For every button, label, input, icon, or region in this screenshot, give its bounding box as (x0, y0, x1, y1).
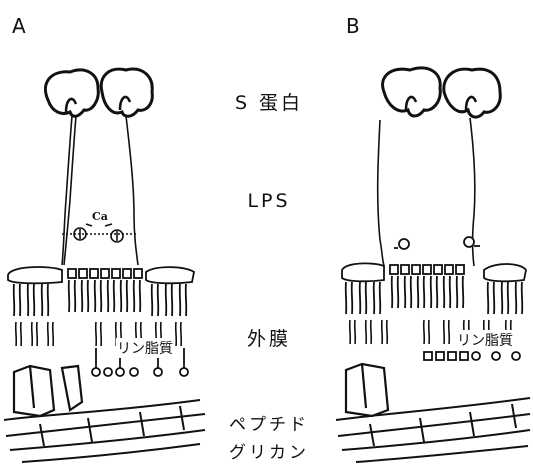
panel-b-diagram (336, 68, 530, 462)
peptidoglycan-label-line2: グリカン (222, 438, 316, 463)
lps-chains-b (378, 118, 475, 266)
calcium-label: Ca (92, 210, 108, 223)
ca-bridge-a (62, 224, 138, 242)
membrane-protein-b (346, 364, 388, 416)
phospholipid-label-a: リン脂質 (116, 338, 174, 358)
lps-chains-a (62, 116, 138, 265)
s-protein-b (383, 68, 501, 117)
s-protein-label: S 蛋白 (228, 88, 310, 115)
outer-membrane-b (342, 263, 526, 281)
panel-b-label: B (346, 14, 360, 38)
peptidoglycan-label-line1: ペプチド (222, 410, 316, 435)
lipid-heads-lower-b (424, 352, 520, 360)
lipid-tails-upper-a (14, 280, 187, 316)
membrane-protein-a (14, 366, 82, 416)
phospholipid-label-b: リン脂質 (456, 330, 514, 350)
panel-a-diagram (4, 69, 205, 462)
panel-a-label: A (12, 14, 26, 38)
lps-label: LPS (228, 190, 310, 212)
s-protein-a (45, 69, 152, 116)
ions-b (394, 237, 480, 249)
outer-membrane-label: 外膜 (228, 324, 310, 351)
